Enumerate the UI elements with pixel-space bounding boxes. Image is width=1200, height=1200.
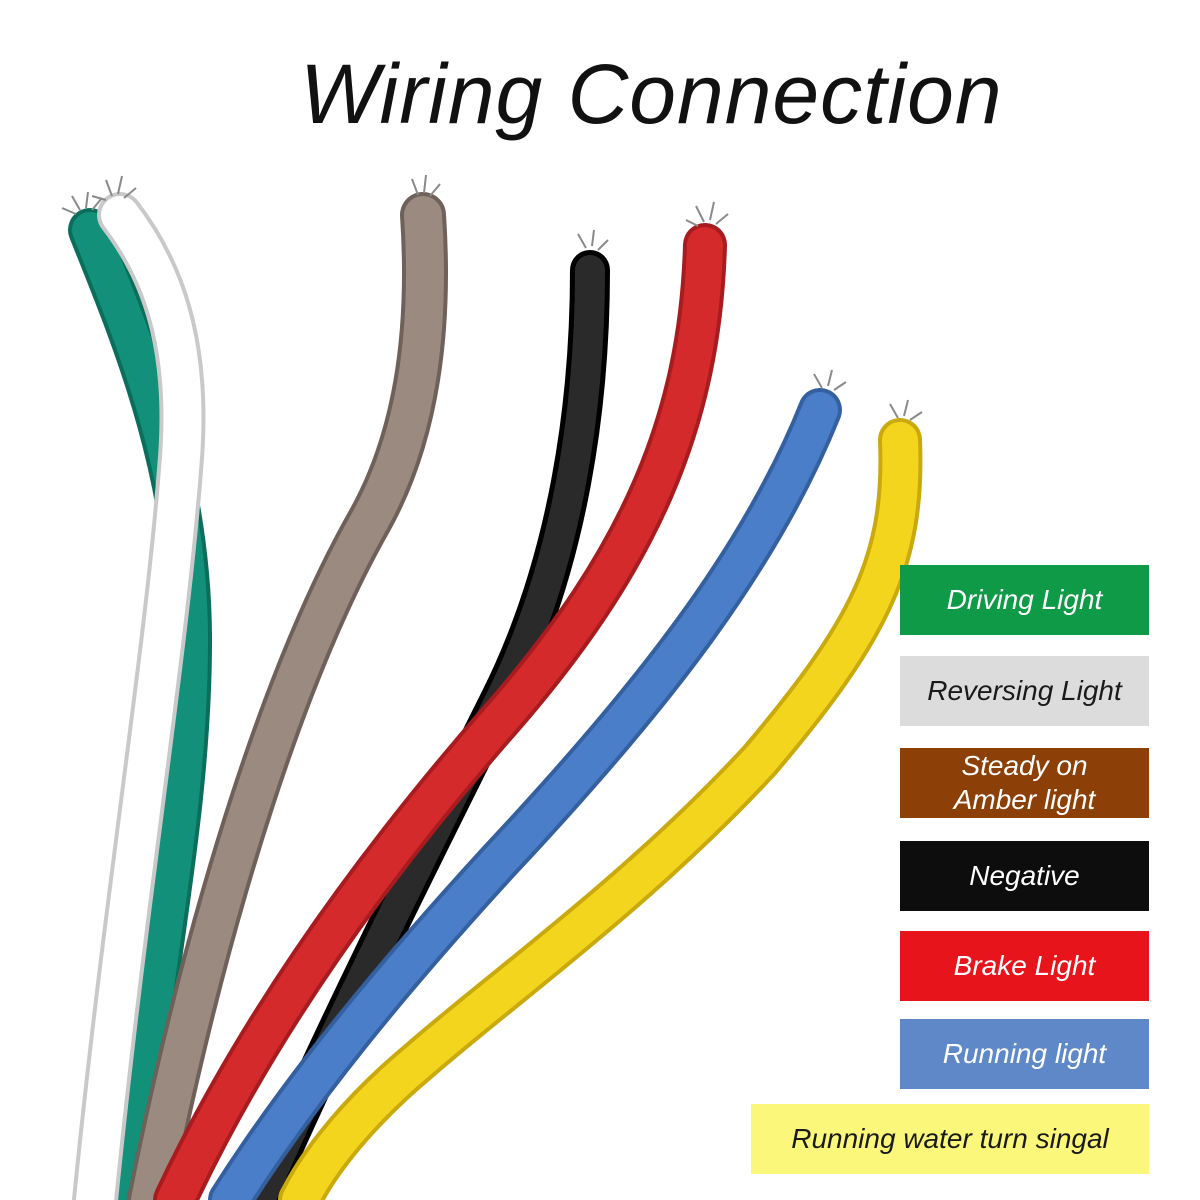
legend-steady-amber-light: Steady on Amber light <box>900 748 1149 818</box>
legend-steady-line2: Amber light <box>953 784 1096 815</box>
brown-wire <box>127 192 448 1200</box>
legend-brake-light: Brake Light <box>900 931 1149 1001</box>
legend-driving-light: Driving Light <box>900 565 1149 635</box>
legend-running-light: Running light <box>900 1019 1149 1089</box>
green-wire <box>68 208 213 1200</box>
legend-running-water-turn-signal: Running water turn singal <box>751 1104 1149 1174</box>
legend-steady-line1: Steady on <box>961 750 1088 781</box>
red-wire <box>153 223 727 1200</box>
yellow-wire <box>278 418 923 1200</box>
wire-strands <box>61 174 923 421</box>
blue-wire <box>208 388 842 1200</box>
legend-negative: Negative <box>900 841 1149 911</box>
page-title: Wiring Connection <box>300 47 1003 141</box>
legend-reversing-light: Reversing Light <box>900 656 1149 726</box>
white-wire <box>72 192 206 1200</box>
